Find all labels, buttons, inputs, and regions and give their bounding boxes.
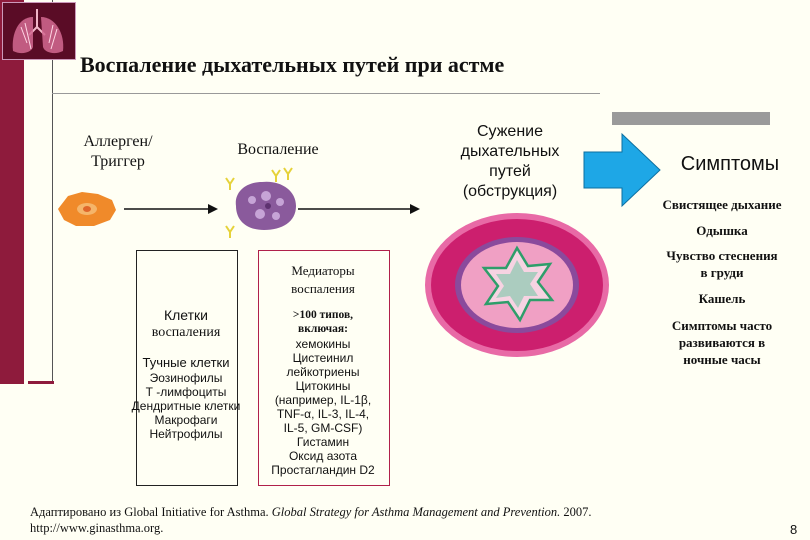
footer-italic: Global Strategy for Asthma Management an… xyxy=(271,505,561,519)
cells-title: Клетки воспаления xyxy=(134,306,238,342)
mediators-title: Медиаторы воспаления xyxy=(258,262,388,298)
vertical-rule xyxy=(52,0,53,384)
mediators-box xyxy=(258,250,390,486)
allergen-label: Аллерген/ Триггер xyxy=(58,132,178,172)
mediators-list: хемокины Цистеинил лейкотриены Цитокины … xyxy=(258,337,388,477)
mediator-item: Простагландин D2 xyxy=(271,463,375,477)
arrow-right-icon xyxy=(124,204,218,214)
cells-item: Т -лимфоциты xyxy=(145,385,227,399)
mediator-item: лейкотриены xyxy=(286,365,360,379)
gray-accent-bar xyxy=(612,112,770,125)
mediator-item: Оксид азота xyxy=(288,449,358,463)
mediator-item: IL-5, GM-CSF) xyxy=(283,421,363,435)
cells-box xyxy=(136,250,238,486)
mediator-item: Цитокины xyxy=(295,379,351,393)
narrowing-line4: (обструкция) xyxy=(462,183,558,200)
narrowing-label: Сужение дыхательных путей (обструкция) xyxy=(440,122,580,202)
symptom-chest-line1: Чувство стеснения xyxy=(666,248,778,263)
footer-pre: Адаптировано из Global Initiative for As… xyxy=(30,505,272,519)
lungs-thumbnail xyxy=(2,2,76,60)
cells-item: Эозинофилы xyxy=(149,371,223,385)
allergen-line1: Аллерген/ xyxy=(83,133,153,150)
airway-cross-section-icon xyxy=(425,213,609,357)
cells-item: Дендритные клетки xyxy=(131,399,241,413)
symptom-night-line2: развиваются в xyxy=(678,335,766,350)
mediators-count-line2: включая: xyxy=(298,323,348,335)
footer-post: 2007. xyxy=(560,505,592,519)
symptom-cough: Кашель xyxy=(698,291,746,306)
inflammation-label: Воспаление xyxy=(237,141,319,158)
symptom-night-line3: ночные часы xyxy=(683,352,761,367)
symptom-dyspnea: Одышка xyxy=(696,223,748,238)
sidebar-foot xyxy=(28,381,54,384)
narrowing-line2: дыхательных xyxy=(460,143,560,160)
mediator-item: Гистамин xyxy=(296,435,350,449)
mediators-count: >100 типов, включая: xyxy=(258,308,388,336)
cells-title-line2: воспаления xyxy=(151,325,221,340)
narrowing-line3: путей xyxy=(489,163,531,180)
cells-item: Нейтрофилы xyxy=(149,427,223,441)
mediator-item: TNF-α, IL-3, IL-4, xyxy=(276,407,370,421)
cells-list: Тучные клетки Эозинофилы Т -лимфоциты Де… xyxy=(124,355,248,441)
mediator-item: хемокины xyxy=(295,337,351,351)
symptom-night: Симптомы часто развиваются в ночные часы xyxy=(640,317,804,368)
cells-item: Макрофаги xyxy=(154,413,218,427)
page-number: 8 xyxy=(790,522,798,537)
narrowing-line1: Сужение xyxy=(476,123,543,140)
symptom-chest-tightness: Чувство стеснения в груди xyxy=(640,247,804,281)
sidebar-bar xyxy=(0,0,24,384)
footer-line1: Адаптировано из Global Initiative for As… xyxy=(30,504,750,520)
arrow-right-big-icon xyxy=(583,132,661,208)
allergen-line2: Триггер xyxy=(91,153,145,170)
inflammatory-cell-icon xyxy=(225,167,296,238)
symptom-wheezing: Свистящее дыхание xyxy=(662,197,782,212)
mediator-item: Цистеинил xyxy=(292,351,354,365)
page-title: Воспаление дыхательных путей при астме xyxy=(80,52,505,77)
lungs-icon xyxy=(3,3,75,59)
cells-title-line1: Клетки xyxy=(163,307,208,323)
symptoms-title: Симптомы xyxy=(680,153,780,175)
allergen-cell-icon xyxy=(58,192,116,226)
mediators-title-line2: воспаления xyxy=(291,281,355,296)
mediators-count-line1: >100 типов, xyxy=(292,309,354,321)
symptom-chest-line2: в груди xyxy=(700,265,744,280)
footer-citation: Адаптировано из Global Initiative for As… xyxy=(30,504,750,536)
footer-url[interactable]: http://www.ginasthma.org. xyxy=(30,521,164,535)
symptom-night-line1: Симптомы часто xyxy=(671,318,773,333)
title-underline xyxy=(52,93,600,94)
mediators-title-line1: Медиаторы xyxy=(291,263,355,278)
mediator-item: (например, IL-1β, xyxy=(274,393,372,407)
cells-item: Тучные клетки xyxy=(142,355,230,370)
arrow-right-icon xyxy=(298,204,420,214)
